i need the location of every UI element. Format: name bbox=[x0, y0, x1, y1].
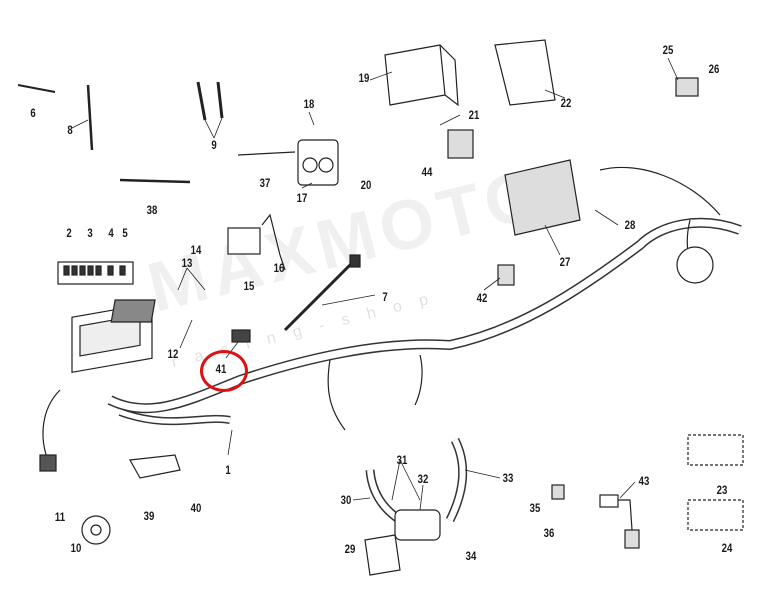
part-label-8[interactable]: 8 bbox=[67, 123, 73, 137]
part-label-1[interactable]: 1 bbox=[225, 463, 231, 477]
part-label-26[interactable]: 26 bbox=[708, 62, 720, 76]
part-label-40[interactable]: 40 bbox=[190, 501, 202, 515]
part-label-42[interactable]: 42 bbox=[476, 291, 488, 305]
part-label-21[interactable]: 21 bbox=[468, 108, 480, 122]
battery bbox=[384, 44, 459, 107]
part-label-25[interactable]: 25 bbox=[662, 43, 674, 57]
relay bbox=[297, 139, 339, 186]
part-label-19[interactable]: 19 bbox=[358, 71, 370, 85]
part-label-24[interactable]: 24 bbox=[721, 541, 733, 555]
part-label-28[interactable]: 28 bbox=[624, 218, 636, 232]
part-label-22[interactable]: 22 bbox=[560, 96, 572, 110]
part-label-6[interactable]: 6 bbox=[30, 106, 36, 120]
part-label-33[interactable]: 33 bbox=[502, 471, 514, 485]
part-41-connector bbox=[231, 329, 251, 343]
part-label-12[interactable]: 12 bbox=[167, 347, 179, 361]
part-label-4[interactable]: 4 bbox=[108, 226, 114, 240]
part-label-20[interactable]: 20 bbox=[360, 178, 372, 192]
battery-bracket bbox=[494, 39, 556, 106]
part-label-44[interactable]: 44 bbox=[421, 165, 433, 179]
part-label-37[interactable]: 37 bbox=[259, 176, 271, 190]
part-label-43[interactable]: 43 bbox=[638, 474, 650, 488]
part-label-15[interactable]: 15 bbox=[243, 279, 255, 293]
part-label-30[interactable]: 30 bbox=[340, 493, 352, 507]
part-label-14[interactable]: 14 bbox=[190, 243, 202, 257]
part-label-9[interactable]: 9 bbox=[211, 138, 217, 152]
part-label-16[interactable]: 16 bbox=[273, 261, 285, 275]
part-label-7[interactable]: 7 bbox=[382, 290, 388, 304]
part-label-10[interactable]: 10 bbox=[70, 541, 82, 555]
part-label-32[interactable]: 32 bbox=[417, 472, 429, 486]
fuel-pump bbox=[394, 509, 441, 541]
part-label-41[interactable]: 41 bbox=[215, 362, 227, 376]
part-label-39[interactable]: 39 bbox=[143, 509, 155, 523]
part-label-18[interactable]: 18 bbox=[303, 97, 315, 111]
fuses bbox=[63, 265, 126, 276]
part-label-36[interactable]: 36 bbox=[543, 526, 555, 540]
voltage-regulator bbox=[504, 159, 581, 236]
part-label-38[interactable]: 38 bbox=[146, 203, 158, 217]
part-label-17[interactable]: 17 bbox=[296, 191, 308, 205]
part-label-27[interactable]: 27 bbox=[559, 255, 571, 269]
part-label-29[interactable]: 29 bbox=[344, 542, 356, 556]
part-label-35[interactable]: 35 bbox=[529, 501, 541, 515]
highlight-circle bbox=[200, 350, 248, 392]
part-label-5[interactable]: 5 bbox=[122, 226, 128, 240]
part-label-13[interactable]: 13 bbox=[181, 256, 193, 270]
part-label-2[interactable]: 2 bbox=[66, 226, 72, 240]
part-label-34[interactable]: 34 bbox=[465, 549, 477, 563]
part-label-3[interactable]: 3 bbox=[87, 226, 93, 240]
part-label-31[interactable]: 31 bbox=[396, 453, 408, 467]
horn bbox=[81, 515, 111, 545]
ecu bbox=[110, 299, 156, 323]
part-label-23[interactable]: 23 bbox=[716, 483, 728, 497]
part-label-11[interactable]: 11 bbox=[54, 510, 66, 524]
